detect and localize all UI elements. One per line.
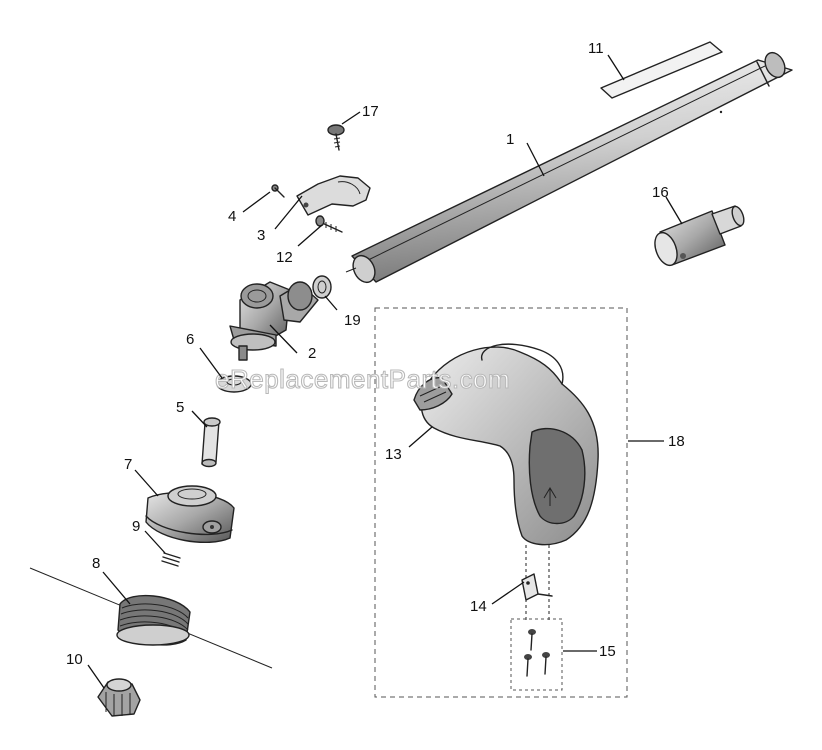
callout-10: 10 (66, 651, 83, 668)
screw-17 (327, 124, 345, 151)
callout-8: 8 (92, 555, 100, 572)
callout-13: 13 (385, 446, 402, 463)
callout-labels: 1 2 3 4 5 6 7 8 9 10 11 12 13 14 15 16 1… (66, 40, 685, 668)
callout-9: 9 (132, 518, 140, 535)
callout-1: 1 (506, 131, 514, 148)
label-strip (600, 41, 723, 99)
bracket (296, 175, 371, 216)
spacer-ring (312, 275, 332, 299)
callout-11: 11 (588, 40, 604, 57)
bump-knob (97, 678, 141, 717)
spring (161, 552, 181, 567)
callout-18: 18 (668, 433, 685, 450)
leader-lines (87, 54, 683, 689)
drive-spacer (201, 417, 221, 468)
clip (521, 573, 553, 601)
bolt-12 (315, 215, 343, 233)
coupler (654, 205, 745, 267)
shaft-tube (345, 51, 793, 284)
screw-4 (271, 184, 285, 198)
callout-15: 15 (599, 643, 616, 660)
callout-2: 2 (308, 345, 316, 362)
callout-16: 16 (652, 184, 669, 201)
callout-14: 14 (470, 598, 487, 615)
washer-6 (216, 375, 252, 393)
callout-19: 19 (344, 312, 361, 329)
callout-6: 6 (186, 331, 194, 348)
callout-5: 5 (176, 399, 184, 416)
callout-12: 12 (276, 249, 293, 266)
callout-17: 17 (362, 103, 379, 120)
spool (29, 567, 273, 669)
screw-set (510, 618, 563, 691)
callout-7: 7 (124, 456, 132, 473)
gear-head (229, 281, 319, 361)
handle (413, 343, 599, 620)
callout-4: 4 (228, 208, 236, 225)
watermark: eReplacementParts.com (215, 364, 510, 394)
handle-assembly-box (374, 307, 628, 698)
callout-3: 3 (257, 227, 265, 244)
cutter-housing (145, 485, 235, 544)
